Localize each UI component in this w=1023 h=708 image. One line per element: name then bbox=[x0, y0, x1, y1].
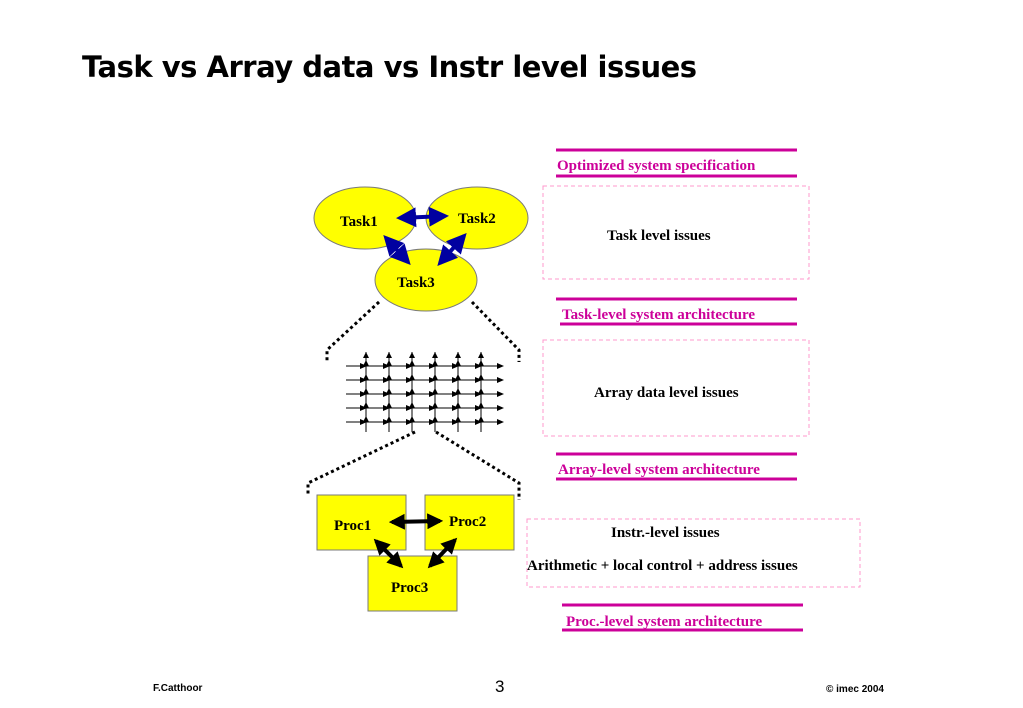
array-arrowhead bbox=[478, 360, 484, 366]
task-issues-text: Task level issues bbox=[607, 228, 711, 244]
array-arrowhead bbox=[455, 402, 461, 408]
array-arrowhead bbox=[455, 360, 461, 366]
arrow-task1-task2 bbox=[396, 206, 449, 228]
footer-copyright: © imec 2004 bbox=[826, 684, 884, 695]
array-arrowhead bbox=[363, 402, 369, 408]
array-arrowhead bbox=[432, 416, 438, 422]
array-arrowhead bbox=[432, 402, 438, 408]
task3-label: Task3 bbox=[397, 275, 435, 291]
array-issues-box bbox=[542, 339, 810, 437]
array-arrowhead bbox=[432, 388, 438, 394]
task-issues-box bbox=[542, 185, 810, 280]
array-arrowhead bbox=[363, 360, 369, 366]
array-arrowhead bbox=[455, 374, 461, 380]
spec-label: Optimized system specification bbox=[557, 158, 756, 174]
array-arrowhead bbox=[497, 391, 504, 397]
array-arrowhead bbox=[455, 416, 461, 422]
array-arrowhead bbox=[409, 388, 415, 394]
array-arrowhead bbox=[409, 416, 415, 422]
proc-arch-label: Proc.-level system architecture bbox=[566, 614, 763, 630]
array-arrowhead bbox=[478, 374, 484, 380]
arrow-proc1-proc2 bbox=[388, 513, 444, 530]
array-arrowhead bbox=[478, 352, 484, 358]
array-arrowhead bbox=[386, 374, 392, 380]
proc3-label: Proc3 bbox=[391, 580, 428, 596]
array-arrowhead bbox=[455, 352, 461, 358]
array-issues-text: Array data level issues bbox=[594, 385, 739, 401]
arrow-task1-task3 bbox=[383, 235, 411, 265]
array-arch-label: Array-level system architecture bbox=[558, 462, 760, 478]
array-arrowhead bbox=[363, 352, 369, 358]
array-arrowhead bbox=[386, 388, 392, 394]
array-arrowhead bbox=[478, 402, 484, 408]
array-arrowhead bbox=[363, 374, 369, 380]
arrow-proc1-proc3 bbox=[373, 538, 404, 569]
array-arrowhead bbox=[409, 374, 415, 380]
array-arrowhead bbox=[363, 416, 369, 422]
processor-graph: Proc1 Proc2 Proc3 bbox=[316, 494, 515, 612]
arrow-task2-task3 bbox=[437, 233, 467, 266]
array-arrowhead bbox=[386, 416, 392, 422]
array-arrowhead bbox=[478, 416, 484, 422]
array-arrowhead bbox=[409, 402, 415, 408]
array-arrowhead bbox=[432, 360, 438, 366]
array-arrowhead bbox=[432, 352, 438, 358]
array-arrowhead bbox=[497, 377, 504, 383]
array-arrowhead bbox=[455, 388, 461, 394]
task1-label: Task1 bbox=[340, 214, 378, 230]
zoom-lines-array-to-proc bbox=[306, 430, 521, 500]
array-arrowhead bbox=[497, 419, 504, 425]
zoom-lines-task-to-array bbox=[325, 300, 521, 362]
task2-label: Task2 bbox=[458, 211, 496, 227]
proc1-label: Proc1 bbox=[334, 518, 371, 534]
array-arrowhead bbox=[386, 360, 392, 366]
instr-detail-text: Arithmetic + local control + address iss… bbox=[527, 558, 798, 574]
proc2-label: Proc2 bbox=[449, 514, 486, 530]
instr-issues-text: Instr.-level issues bbox=[611, 525, 720, 541]
arrow-proc2-proc3 bbox=[427, 537, 458, 569]
array-data-grid bbox=[346, 352, 504, 432]
array-arrowhead bbox=[478, 388, 484, 394]
array-arrowhead bbox=[386, 402, 392, 408]
array-arrowhead bbox=[497, 363, 504, 369]
footer-author: F.Catthoor bbox=[153, 683, 203, 694]
task-graph: Task1 Task2 Task3 bbox=[313, 186, 529, 312]
page-number: 3 bbox=[495, 677, 505, 696]
array-arrowhead bbox=[409, 360, 415, 366]
array-arrowhead bbox=[497, 405, 504, 411]
task-arch-label: Task-level system architecture bbox=[562, 307, 755, 323]
array-arrowhead bbox=[432, 374, 438, 380]
array-arrowhead bbox=[409, 352, 415, 358]
array-arrowhead bbox=[363, 388, 369, 394]
instr-issues-box bbox=[526, 518, 861, 588]
array-arrowhead bbox=[386, 352, 392, 358]
level-column: Optimized system specification Task leve… bbox=[526, 148, 861, 632]
slide-title: Task vs Array data vs Instr level issues bbox=[82, 50, 697, 84]
